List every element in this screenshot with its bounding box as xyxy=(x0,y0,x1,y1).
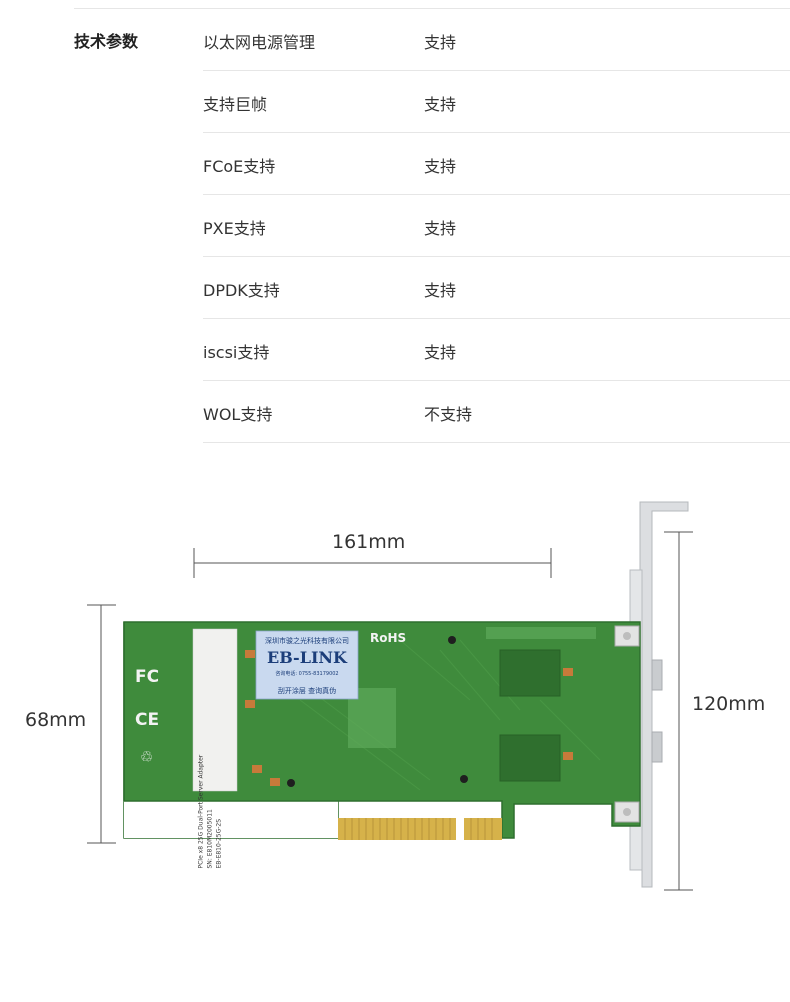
brand-sticker xyxy=(255,630,359,700)
spec-key: iscsi支持 xyxy=(203,343,270,362)
sticker-phone: 咨询电话: 0755-83179002 xyxy=(275,671,339,677)
sticker-company: 深圳市骏之光科技有限公司 xyxy=(265,637,349,645)
capacitor xyxy=(563,752,573,760)
ce-mark: CE xyxy=(135,710,160,730)
capacitor xyxy=(252,765,262,773)
recycle-bin-icon: ♲ xyxy=(140,748,154,766)
spec-key: FCoE支持 xyxy=(203,157,276,176)
row-divider xyxy=(203,380,790,381)
sticker-brand: EB-LINK xyxy=(267,648,347,667)
row-divider xyxy=(203,442,790,443)
spec-value: 支持 xyxy=(424,219,457,238)
capacitor xyxy=(563,668,573,676)
spec-row: 以太网电源管理 支持 xyxy=(203,9,790,71)
row-divider xyxy=(203,70,790,71)
spec-row: DPDK支持 支持 xyxy=(203,257,790,319)
section-label: 技术参数 xyxy=(74,32,139,51)
spec-value: 支持 xyxy=(424,33,457,52)
capacitor xyxy=(270,778,280,786)
row-divider xyxy=(203,132,790,133)
screw-hole xyxy=(448,636,456,644)
chip-cluster xyxy=(499,649,561,697)
spec-row: PXE支持 支持 xyxy=(203,195,790,257)
length-dimension-line xyxy=(193,548,552,578)
product-label-text: PCIe x8 25G Dual-Port Server Adapter SN:… xyxy=(197,709,224,869)
bracket-height-label: 120mm xyxy=(692,693,766,715)
spec-table: 技术参数 以太网电源管理 支持 支持巨帧 支持 FCoE支持 支持 PXE支持 … xyxy=(0,0,790,445)
spec-key: WOL支持 xyxy=(203,405,273,424)
spec-value: 支持 xyxy=(424,95,457,114)
pcb-board xyxy=(123,621,641,840)
spec-key: 以太网电源管理 xyxy=(203,33,316,52)
capacitor xyxy=(245,700,255,708)
spec-key: 支持巨帧 xyxy=(203,95,268,114)
dimension-diagram: 深圳市骏之光科技有限公司 EB-LINK 咨询电话: 0755-83179002… xyxy=(0,445,790,1002)
chip-cluster xyxy=(499,734,561,782)
height-label: 68mm xyxy=(25,709,87,731)
spec-row: 支持巨帧 支持 xyxy=(203,71,790,133)
label-line-3: EB-E810-25G-2S xyxy=(215,818,223,869)
spec-row: WOL支持 不支持 xyxy=(203,381,790,443)
spec-key: PXE支持 xyxy=(203,219,266,238)
rohs-mark: RoHS xyxy=(370,631,407,645)
sticker-footer: 刮开涂层 查询真伪 xyxy=(277,687,337,695)
card-illustration xyxy=(87,501,693,891)
bracket-dimension-line xyxy=(664,531,693,891)
product-label xyxy=(192,628,238,792)
fc-mark: FC xyxy=(135,667,160,687)
dense-pin-array xyxy=(486,627,596,639)
spec-row: FCoE支持 支持 xyxy=(203,133,790,195)
height-dimension-line xyxy=(87,604,116,844)
row-divider xyxy=(203,256,790,257)
label-line-2: SN: E810M2005011 xyxy=(206,809,214,869)
top-divider xyxy=(74,8,790,9)
spec-value: 支持 xyxy=(424,343,457,362)
screw-hole xyxy=(460,775,468,783)
screw-hole xyxy=(287,779,295,787)
spec-value: 不支持 xyxy=(424,405,473,424)
spec-value: 支持 xyxy=(424,157,457,176)
row-divider xyxy=(203,318,790,319)
gold-connector xyxy=(338,818,502,840)
length-label: 161mm xyxy=(332,531,406,553)
label-line-1: PCIe x8 25G Dual-Port Server Adapter xyxy=(197,754,205,869)
spec-key: DPDK支持 xyxy=(203,281,280,300)
capacitor xyxy=(245,650,255,658)
row-divider xyxy=(203,194,790,195)
spec-row: iscsi支持 支持 xyxy=(203,319,790,381)
spec-value: 支持 xyxy=(424,281,457,300)
